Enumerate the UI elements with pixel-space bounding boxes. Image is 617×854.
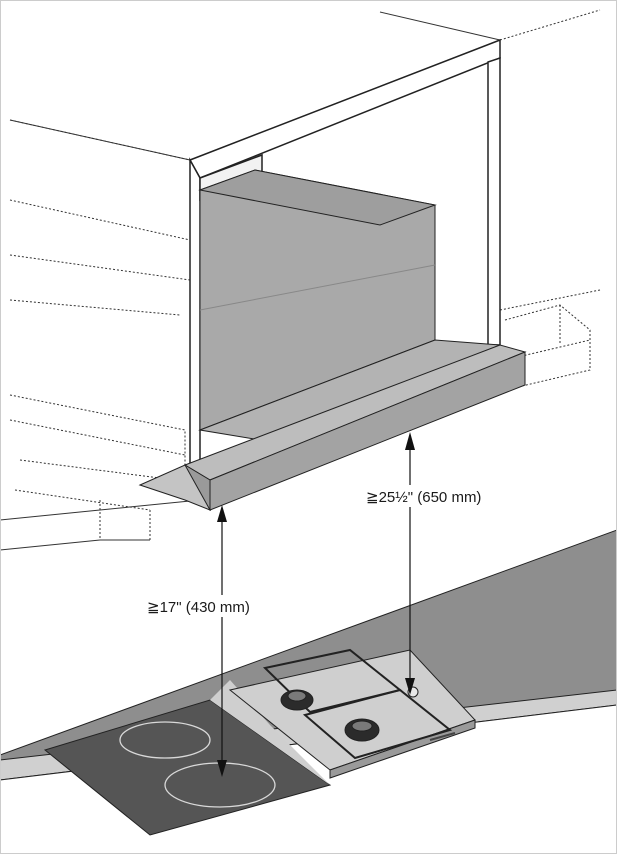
arrow-17-head-bottom <box>217 760 227 777</box>
niche-right-post <box>487 56 501 346</box>
dimension-arrows <box>217 432 415 777</box>
hood-shadow-bottom <box>138 464 212 511</box>
right-cabinet-outline <box>499 9 601 391</box>
dimension-label-17: ≧17" (430 mm) <box>147 599 250 616</box>
left-cabinet-outline <box>9 119 191 241</box>
niche-top-front <box>188 38 501 179</box>
arrow-25-head-bottom <box>405 678 415 695</box>
label-25-bg <box>362 485 530 507</box>
wall-cabinets <box>9 9 601 540</box>
burner-zone-back <box>119 721 211 759</box>
arrow-25-head-top <box>405 432 415 450</box>
hood-top-face <box>198 169 437 226</box>
dimension-label-25: ≧25½" (650 mm) <box>366 489 481 506</box>
arrow-17-head-top <box>217 505 227 522</box>
left-drawers <box>9 394 186 481</box>
niche-left-post <box>189 157 201 467</box>
range-hood <box>138 169 527 511</box>
hood-divider-line <box>199 264 436 311</box>
gas-grate-front <box>302 688 453 760</box>
counter-highlight <box>210 680 330 785</box>
label-17-bg <box>143 595 311 617</box>
hood-niche <box>188 38 501 467</box>
